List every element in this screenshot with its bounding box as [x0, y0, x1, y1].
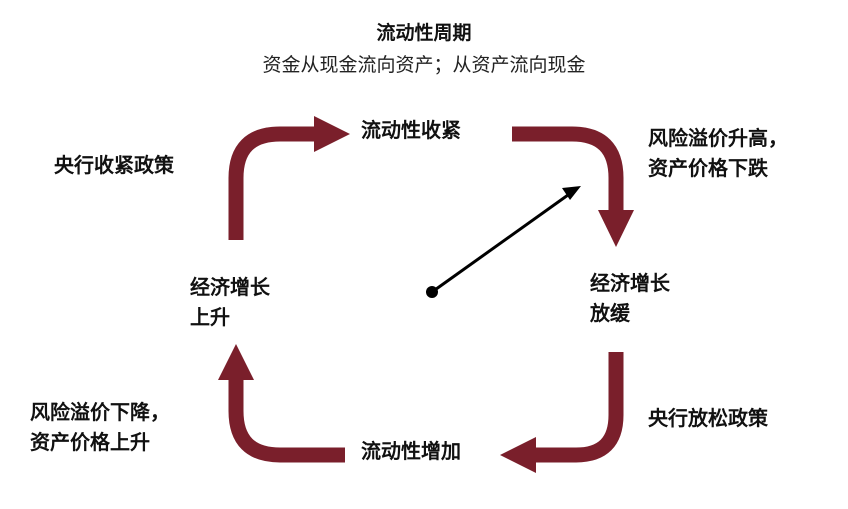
- annotation-risk-premium-rising-line2: 资产价格下跌: [648, 156, 768, 180]
- diagram-subtitle: 资金从现金流向资产；从资产流向现金: [262, 54, 586, 76]
- annotation-central-bank-tightening: 央行收紧政策: [54, 153, 174, 177]
- node-liquidity-increase: 流动性增加: [361, 439, 461, 463]
- arrow-right-to-bottom: [532, 352, 624, 463]
- annotation-risk-premium-rising-line1: 风险溢价升高，: [648, 126, 788, 150]
- node-growth-slowing-line2: 放缓: [590, 301, 630, 325]
- arrow-bottom-to-left: [228, 376, 345, 463]
- arrow-right-to-bottom-head: [500, 437, 536, 473]
- node-growth-slowing: 经济增长 放缓: [590, 268, 670, 328]
- arrow-bottom-to-left-head: [218, 344, 254, 380]
- center-pointer-head: [562, 186, 581, 200]
- arrow-top-to-right: [512, 126, 624, 214]
- arrow-left-to-top: [228, 126, 318, 240]
- diagram-title: 流动性周期: [376, 22, 472, 44]
- node-growth-rising-line2: 上升: [190, 305, 230, 329]
- node-growth-rising: 经济增长 上升: [190, 272, 270, 332]
- node-liquidity-tightening: 流动性收紧: [361, 118, 461, 142]
- annotation-central-bank-easing: 央行放松政策: [648, 406, 768, 430]
- center-pointer-line: [431, 193, 569, 294]
- arrow-top-to-right-head: [598, 210, 634, 247]
- center-pointer-dot: [426, 286, 438, 298]
- node-growth-slowing-line1: 经济增长: [590, 271, 670, 295]
- annotation-risk-premium-rising: 风险溢价升高， 资产价格下跌: [648, 123, 788, 183]
- arrow-left-to-top-head: [314, 116, 350, 152]
- annotation-risk-premium-falling-line1: 风险溢价下降，: [30, 400, 170, 424]
- annotation-risk-premium-falling-line2: 资产价格上升: [30, 430, 150, 454]
- node-growth-rising-line1: 经济增长: [190, 275, 270, 299]
- annotation-risk-premium-falling: 风险溢价下降， 资产价格上升: [30, 397, 170, 457]
